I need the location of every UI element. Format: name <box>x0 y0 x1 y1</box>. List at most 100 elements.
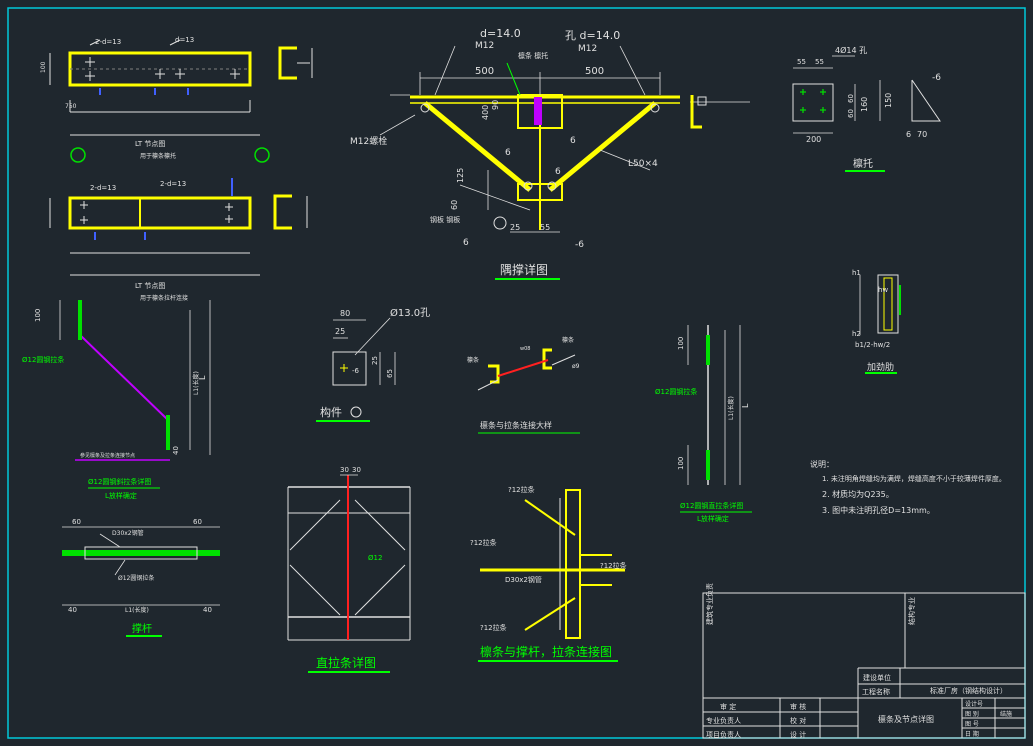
tie-rod: Ø12 <box>368 554 382 562</box>
bracket-dim-60a: 60 <box>847 94 855 103</box>
tb-project-value: 标准厂房（钢结构设计） <box>930 686 1007 695</box>
brace-bolt-left: M12 <box>475 41 494 51</box>
tb-drawing-title: 檩条及节点详图 <box>878 714 934 724</box>
stiffener-h2: h2 <box>852 330 861 338</box>
lt-mid-title: LT 节点图 <box>135 282 165 290</box>
part-dim-25b: 25 <box>371 356 379 365</box>
brace-dim-6d: 6 <box>463 238 469 248</box>
brace-angle-label: L50×4 <box>628 159 658 169</box>
part-dim-65: 65 <box>386 369 394 378</box>
tie-label-a: 檩条 <box>467 356 479 364</box>
straight-rod-label: Ø12圆钢拉条 <box>655 387 697 396</box>
diag-rod-label: Ø12圆钢拉条 <box>22 355 64 364</box>
purlin-bracket: 4Ø14 孔 55 55 200 150 60 60 160 6 70 -6 檩… <box>792 45 941 172</box>
brace-dim-400: 400 <box>481 105 490 120</box>
tb-side-b: 结构专业 <box>907 597 916 625</box>
brace-plate-label: 钢板 钢板 <box>430 215 460 224</box>
part-dim-25a: 25 <box>335 327 345 336</box>
tb-mid-2: 设 计 <box>790 730 806 739</box>
bracket-dim-55b: 55 <box>815 58 824 66</box>
conn-l2: ?12拉条 <box>470 538 497 547</box>
bracket-dim-6: 6 <box>906 130 911 139</box>
tb-left-1: 专业负责人 <box>706 716 741 725</box>
strut-dim-60b: 60 <box>193 518 202 526</box>
bracket-dim-70: 70 <box>917 130 927 139</box>
diag-dim-40: 40 <box>172 446 180 455</box>
lt-top-bolt-a: 2-d=13 <box>95 38 121 46</box>
stiffener-detail: h1 hw h2 b1/2-hw/2 加劲肋 <box>852 269 901 374</box>
brace-dim-label-right: 孔 d=14.0 <box>565 29 620 42</box>
tie-dim-30b: 30 <box>352 466 361 474</box>
strut-dim-40a: 40 <box>68 606 77 614</box>
brace-bolt-right: M12 <box>578 44 597 54</box>
part-plate: -6 <box>352 367 360 375</box>
tb-right-1: 图 别 <box>965 710 979 718</box>
bracket-dim-150: 150 <box>884 93 893 108</box>
strut-dim-60a: 60 <box>72 518 81 526</box>
diag-dim-100: 100 <box>34 309 42 322</box>
brace-dim-6c: 6 <box>555 167 561 177</box>
tie-dim-30a: 30 <box>340 466 349 474</box>
brace-dim-55: 55 <box>540 223 550 232</box>
bracket-title: 檩托 <box>853 157 873 170</box>
part-dim-80: 80 <box>340 309 350 318</box>
lt-top-dim-750: 750 <box>65 103 77 110</box>
lt-top-sub: 用于檩条檩托 <box>140 152 176 160</box>
brace-dim-neg6: -6 <box>575 240 584 250</box>
lt-top-bolt-b: d=13 <box>175 36 194 44</box>
notes-heading: 说明： <box>810 459 834 469</box>
lt-top-dim-100: 100 <box>40 61 47 73</box>
tb-right-0: 设计号 <box>965 700 983 708</box>
straight-title: Ø12圆钢直拉条详图 <box>680 501 743 510</box>
diag-note: 参见檩条及拉条连接节点 <box>80 452 135 459</box>
part-title: 构件 <box>320 405 342 419</box>
straight-dim-l1: L1(长度) <box>727 396 735 420</box>
diagonal-rod-detail: 100 40 L1(长度) L Ø12圆钢拉条 参见檩条及拉条连接节点 Ø12圆… <box>22 300 211 500</box>
tie-label-d: ø9 <box>572 363 580 370</box>
brace-dim-6a: 6 <box>505 148 511 158</box>
conn-l4: ?12拉条 <box>600 561 627 570</box>
brace-dim-500-right: 500 <box>585 66 604 77</box>
lt-top-title: LT 节点图 <box>135 140 165 148</box>
lt-mid-sub: 用于檩条拉杆连接 <box>140 294 188 302</box>
tb-side-a: 建筑专业负责 <box>705 583 714 625</box>
tie-detail-title: 直拉条详图 <box>316 655 376 670</box>
brace-dim-label-left: d=14.0 <box>480 27 521 40</box>
purlin-tie-detail: 檩条 檩条 w08 ø9 檩条与拉条连接大样 <box>467 336 580 434</box>
title-block <box>702 592 1026 739</box>
brace-dim-500-left: 500 <box>475 66 494 77</box>
straight-dim-100a: 100 <box>677 337 685 350</box>
strut-dim-l1: L1(长度) <box>125 606 149 614</box>
stiffener-hw: hw <box>878 286 888 294</box>
straight-tie-detail: 30 30 Ø12 直拉条详图 <box>287 466 411 673</box>
diag-dim-l1: L1(长度) <box>192 371 200 395</box>
stiffener-b: b1/2-hw/2 <box>855 341 890 349</box>
brace-bolt-label: M12螺栓 <box>350 135 387 147</box>
lt-mid-bolt-a: 2-d=13 <box>90 184 116 192</box>
strut-pipe: D30x2钢管 <box>112 529 144 537</box>
sheet-border <box>7 7 1026 739</box>
brace-dim-25: 25 <box>510 223 520 232</box>
tb-project-name: 工程名称 <box>862 687 890 696</box>
tb-build-unit: 建设单位 <box>863 673 891 682</box>
diag-title: Ø12圆钢斜拉条详图 <box>88 477 151 486</box>
lt-mid-bolt-b: 2-d=13 <box>160 180 186 188</box>
straight-sub: L放样确定 <box>697 514 729 523</box>
general-notes: 说明： 1. 未注明角焊缝均为满焊，焊缝高度不小于较薄焊件厚度。 2. 材质均为… <box>810 459 1006 515</box>
stiffener-h1: h1 <box>852 269 861 277</box>
brace-title: 隅撑详图 <box>500 262 548 277</box>
stiffener-title: 加劲肋 <box>867 361 894 373</box>
strut-dim-40b: 40 <box>203 606 212 614</box>
bracket-dim-200: 200 <box>806 135 821 144</box>
tb-mid-0: 审 核 <box>790 702 806 711</box>
note-3: 3. 图中未注明孔径D=13mm。 <box>822 505 935 515</box>
part-detail: 80 25 25 65 Ø13.0孔 -6 构件 <box>316 307 430 422</box>
brace-note: 檩条 檩托 <box>518 51 548 60</box>
tb-right-2: 图 号 <box>965 721 979 728</box>
brace-dim-6b: 6 <box>570 136 576 146</box>
strut-title: 撑杆 <box>132 622 152 635</box>
note-1: 1. 未注明角焊缝均为满焊，焊缝高度不小于较薄焊件厚度。 <box>822 474 1006 483</box>
brace-dim-90: 90 <box>491 100 500 110</box>
brace-dim-60: 60 <box>450 200 459 210</box>
